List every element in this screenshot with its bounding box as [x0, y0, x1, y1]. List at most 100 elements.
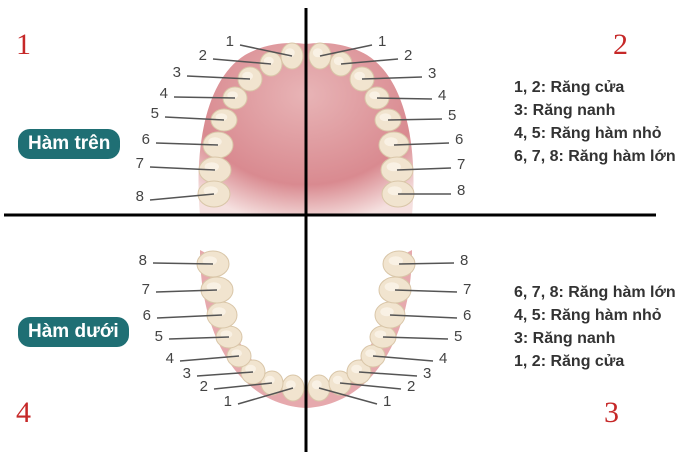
leader-line [186, 75, 251, 80]
tooth-number: 5 [454, 328, 462, 345]
tooth-number: 3 [428, 65, 436, 82]
leader-line [212, 58, 272, 65]
tooth-number: 7 [463, 281, 471, 298]
leader-line [179, 355, 240, 362]
tooth-number: 8 [457, 182, 465, 199]
tooth-number: 2 [407, 378, 415, 395]
leader-line [387, 118, 443, 121]
lower-left-tooth-7-highlight [206, 282, 221, 292]
leader-line [164, 116, 225, 121]
upper-right-tooth-3-highlight [354, 71, 365, 81]
leader-line [393, 142, 450, 146]
legend-item: 1, 2: Răng cửa [514, 79, 625, 96]
legend-item: 6, 7, 8: Răng hàm lớn [514, 148, 676, 165]
upper-left-tooth-6-highlight [208, 137, 222, 147]
tooth-number: 5 [448, 107, 456, 124]
leader-line [155, 142, 219, 146]
tooth-number: 2 [404, 47, 412, 64]
leader-line [239, 44, 293, 57]
tooth-number: 6 [463, 307, 471, 324]
upper-left-tooth-8-highlight [203, 186, 218, 196]
leader-line [213, 382, 273, 390]
tooth-number: 6 [455, 131, 463, 148]
tooth-number: 7 [457, 156, 465, 173]
upper-right-tooth-5-highlight [379, 113, 392, 122]
leader-line [196, 371, 254, 377]
tooth-number: 1 [224, 393, 232, 410]
lower-right-tooth-8-highlight [388, 256, 403, 266]
tooth-number: 3 [183, 365, 191, 382]
leader-line [173, 96, 236, 99]
tooth-number: 5 [151, 105, 159, 122]
legend-item: 1, 2: Răng cửa [514, 353, 625, 370]
upper-jaw-label: Hàm trên [18, 129, 121, 159]
leader-line [155, 289, 218, 293]
lower-right-tooth-3-highlight [351, 364, 362, 374]
lower-jaw-label: Hàm dưới [18, 317, 129, 347]
leader-line [339, 382, 402, 390]
leader-line [152, 262, 214, 265]
upper-right-tooth-8-highlight [387, 186, 402, 196]
tooth-number: 7 [136, 155, 144, 172]
legend-item: 3: Răng nanh [514, 330, 616, 347]
lower-left-tooth-8-highlight [202, 256, 217, 266]
leader-line [340, 58, 399, 65]
tooth-number: 4 [439, 350, 447, 367]
lower-right-tooth-6-highlight [380, 307, 394, 317]
leader-line [318, 387, 378, 405]
quadrant-4-number: 4 [16, 396, 31, 429]
leader-line [156, 314, 223, 319]
lower-right-tooth-7-highlight [384, 282, 399, 292]
leader-line [361, 76, 423, 80]
upper-right-tooth-4-highlight [369, 91, 380, 100]
upper-right-tooth-1-highlight [312, 48, 323, 58]
upper-jaw-legend: 1, 2: Răng cửa 3: Răng nanh 4, 5: Răng h… [514, 76, 676, 168]
legend-item: 4, 5: Răng hàm nhỏ [514, 125, 662, 142]
legend-item: 4, 5: Răng hàm nhỏ [514, 307, 662, 324]
leader-line [168, 336, 230, 340]
lower-right-tooth-2-highlight [332, 375, 343, 385]
quadrant-2-number: 2 [613, 28, 628, 61]
upper-right-tooth-7-highlight [386, 162, 401, 172]
tooth-number: 7 [142, 281, 150, 298]
leader-line [149, 193, 215, 201]
leader-line [389, 314, 458, 319]
lower-left-tooth-4-highlight [231, 349, 243, 358]
leader-line [376, 97, 433, 100]
tooth-number: 3 [173, 64, 181, 81]
leader-line [319, 44, 373, 57]
tooth-number: 5 [155, 328, 163, 345]
leader-line [382, 336, 449, 340]
leader-line [149, 166, 216, 171]
leader-line [237, 387, 294, 405]
tooth-number: 3 [423, 365, 431, 382]
lower-left-tooth-6-highlight [212, 307, 226, 317]
legend-item: 6, 7, 8: Răng hàm lớn [514, 284, 676, 301]
leader-lines [149, 44, 458, 405]
tooth-number: 8 [136, 188, 144, 205]
leader-line [372, 355, 434, 362]
legend-item: 3: Răng nanh [514, 102, 616, 119]
lower-right-tooth-5-highlight [374, 330, 387, 339]
upper-right-tooth-6-highlight [384, 137, 398, 147]
tooth-number: 1 [383, 393, 391, 410]
lower-jaw-legend: 6, 7, 8: Răng hàm lớn 4, 5: Răng hàm nhỏ… [514, 281, 676, 373]
tooth-number: 4 [166, 350, 174, 367]
lower-left-tooth-5-highlight [220, 330, 233, 339]
lower-right-tooth-4-highlight [365, 349, 376, 358]
lower-right-tooth-1-highlight [311, 380, 322, 390]
tooth-number: 1 [378, 33, 386, 50]
tooth-number: 4 [438, 87, 446, 104]
leader-line [358, 371, 418, 377]
leader-line [394, 289, 458, 293]
tooth-number: 4 [160, 85, 168, 102]
tooth-number: 2 [200, 378, 208, 395]
lower-left-tooth-2-highlight [264, 375, 275, 385]
leader-line [396, 167, 452, 171]
tooth-number: 1 [226, 33, 234, 50]
tooth-number: 6 [142, 131, 150, 148]
leader-line [398, 262, 455, 265]
